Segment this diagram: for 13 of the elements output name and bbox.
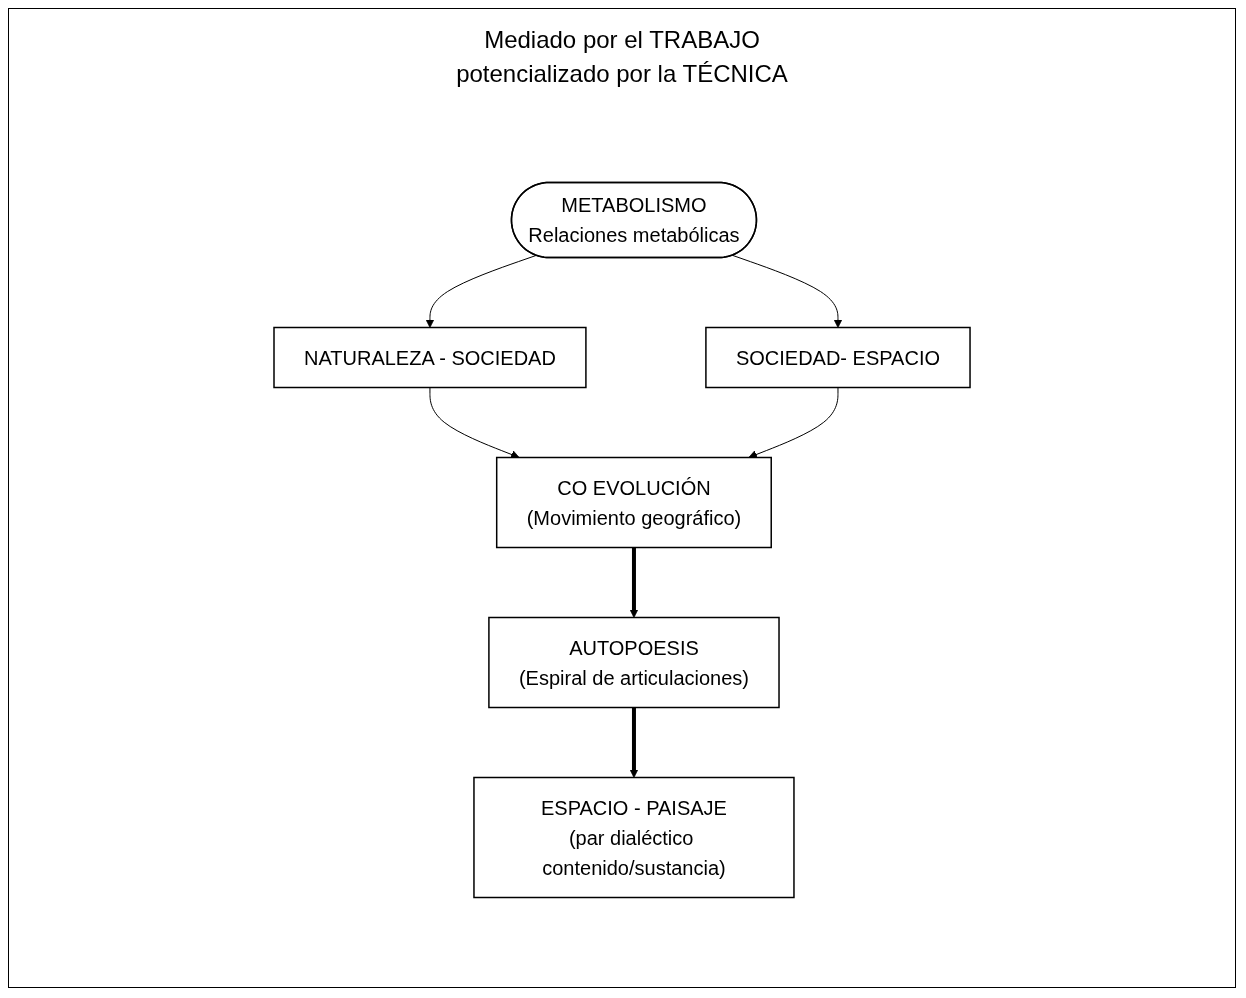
node-box xyxy=(705,326,971,389)
node-box xyxy=(495,456,772,549)
note-text: Mediado por el TRABAJO potencializado por la TÉCNICA xyxy=(455,25,789,89)
node-box xyxy=(273,326,587,389)
arrow xyxy=(425,255,537,328)
arrow xyxy=(732,255,843,328)
arrow xyxy=(629,547,639,618)
arrow xyxy=(748,387,839,459)
arrow xyxy=(629,707,639,778)
diagram-frame: Mediado por el TRABAJO potencializado por la TÉCNICA METABOLISMO Relaciones metabólicas NATURALEZA - SOCIEDAD SOCIEDAD- ESPACIO CO EVOLUCIÓN (Movimiento geográfico) AUTOPOESIS (Espiral de articulaciones) ESPACIO - PAISAJE (par dialéctico contenido/sustancia) xyxy=(8,8,1236,988)
node-box xyxy=(488,616,780,709)
arrow xyxy=(429,387,520,459)
node-box xyxy=(473,776,795,899)
